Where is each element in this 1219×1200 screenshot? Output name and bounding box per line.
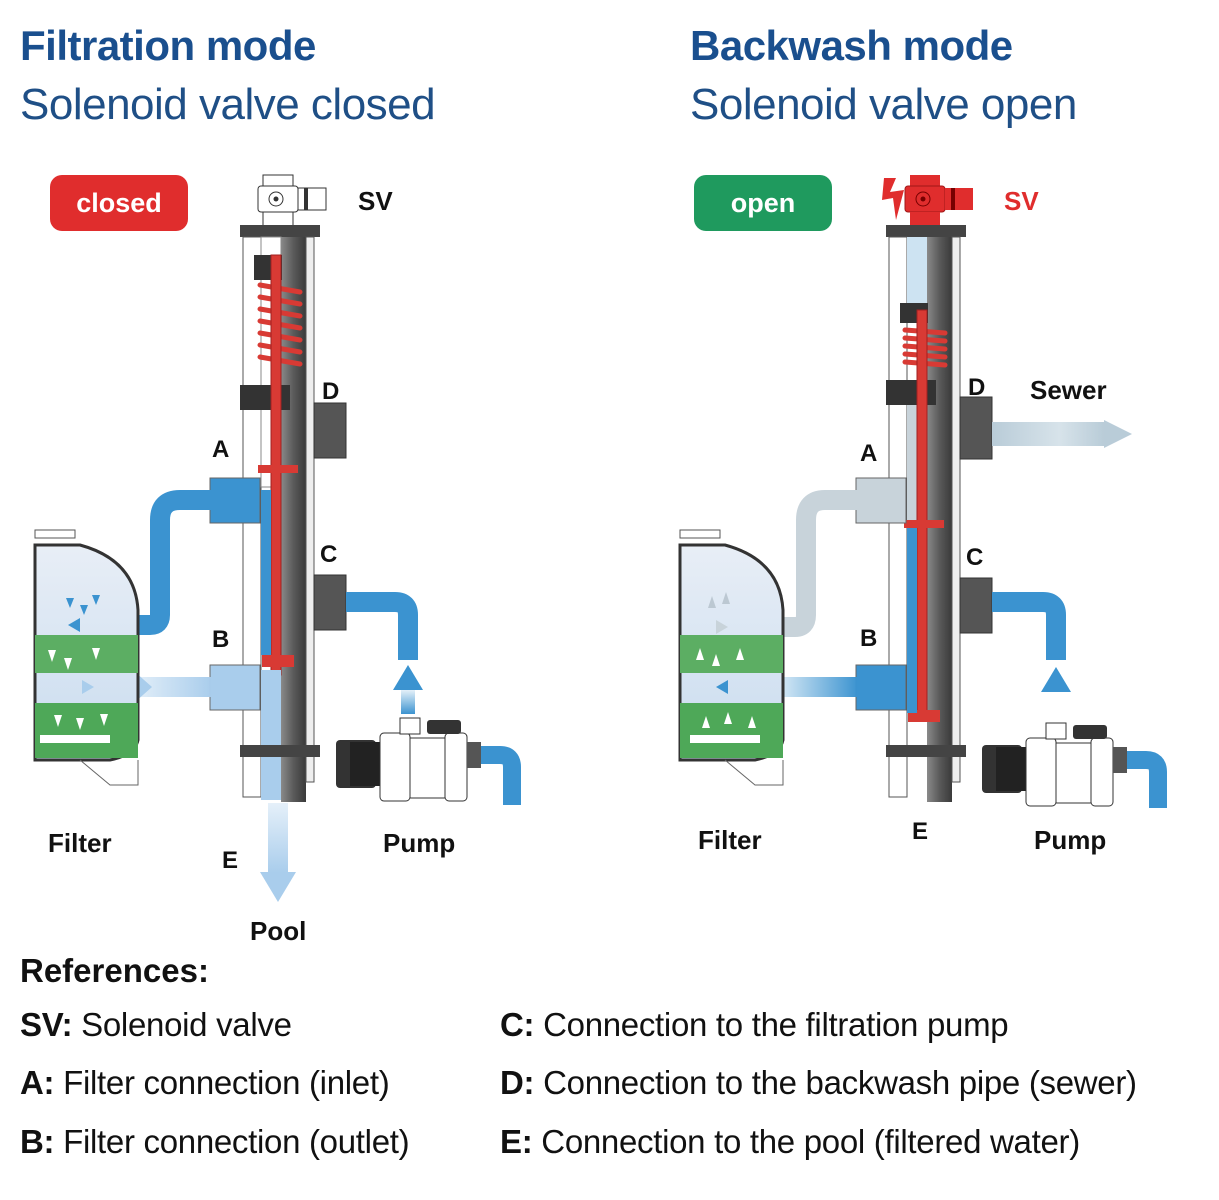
- reference-text: Filter connection (outlet): [63, 1123, 410, 1160]
- filter-tank-icon: [33, 529, 140, 786]
- solenoid-valve-energized-icon: [904, 175, 973, 226]
- reference-text: Connection to the backwash pipe (sewer): [543, 1064, 1137, 1101]
- reference-key: D:: [500, 1064, 535, 1101]
- reference-item: E: Connection to the pool (filtered wate…: [500, 1123, 1080, 1161]
- reference-item: C: Connection to the filtration pump: [500, 1006, 1009, 1044]
- sv-label-right: SV: [1004, 186, 1039, 216]
- port-label-d-left: D: [322, 378, 340, 405]
- reference-key: E:: [500, 1123, 533, 1160]
- reference-key: A:: [20, 1064, 55, 1101]
- port-label-b-left: B: [212, 626, 230, 653]
- pipe-c: [346, 592, 418, 660]
- reference-key: SV:: [20, 1006, 73, 1043]
- pool-label: Pool: [250, 916, 307, 946]
- filter-label-right: Filter: [698, 825, 762, 855]
- open-status-badge: open: [694, 175, 832, 231]
- reference-item: SV: Solenoid valve: [20, 1006, 292, 1044]
- reference-item: B: Filter connection (outlet): [20, 1123, 410, 1161]
- pump-icon-backwash: [982, 722, 1127, 807]
- pipe-a-backwash: [770, 490, 858, 637]
- filter-label-left: Filter: [48, 828, 112, 858]
- pipe-pump-inlet-backwash: [1127, 751, 1167, 808]
- reference-text: Connection to the pool (filtered water): [541, 1123, 1080, 1160]
- port-label-e-left: E: [222, 847, 239, 874]
- reference-item: D: Connection to the backwash pipe (sewe…: [500, 1064, 1137, 1102]
- lightning-icon: [882, 178, 904, 220]
- backwash-diagram: [678, 175, 1167, 808]
- solenoid-valve-icon: [257, 174, 327, 227]
- reference-text: Connection to the filtration pump: [543, 1006, 1009, 1043]
- reference-item: A: Filter connection (inlet): [20, 1064, 390, 1102]
- closed-status-badge: closed: [50, 175, 188, 231]
- port-label-c-right: C: [966, 544, 984, 571]
- port-label-d-right: D: [968, 374, 986, 401]
- sv-label-left: SV: [358, 186, 393, 216]
- filter-tank-icon-backwash: [678, 529, 785, 786]
- port-label-a-left: A: [212, 436, 230, 463]
- reference-text: Solenoid valve: [81, 1006, 292, 1043]
- arrow-up-from-pump-icon: [393, 665, 423, 690]
- valve-body: [209, 225, 347, 802]
- port-label-b-right: B: [860, 625, 878, 652]
- backwash-mode-title: Backwash mode: [690, 22, 1013, 69]
- pump-icon: [336, 717, 481, 802]
- pump-label-right: Pump: [1034, 825, 1107, 855]
- pump-label-left: Pump: [383, 828, 456, 858]
- valve-body-backwash: [855, 225, 993, 802]
- backwash-mode-subtitle: Solenoid valve open: [690, 80, 1077, 129]
- references-title: References:: [20, 952, 209, 989]
- reference-key: B:: [20, 1123, 55, 1160]
- pipe-pump-inlet: [481, 746, 521, 805]
- port-label-c-left: C: [320, 541, 338, 568]
- filtration-diagram: [33, 174, 521, 902]
- pipe-b-backwash: [770, 677, 858, 697]
- pipe-c-backwash: [992, 592, 1066, 660]
- reference-key: C:: [500, 1006, 535, 1043]
- pipe-a: [120, 490, 212, 635]
- port-label-a-right: A: [860, 440, 878, 467]
- pipe-e: [268, 803, 288, 873]
- arrow-to-sewer-icon: [1104, 420, 1132, 448]
- sewer-pipe: [992, 422, 1104, 446]
- port-label-e-right: E: [912, 818, 929, 845]
- arrow-to-pool-icon: [260, 872, 296, 902]
- filtration-mode-subtitle: Solenoid valve closed: [20, 80, 436, 129]
- arrow-up-from-pump-backwash-icon: [1041, 667, 1071, 692]
- filtration-mode-title: Filtration mode: [20, 22, 316, 69]
- reference-text: Filter connection (inlet): [63, 1064, 390, 1101]
- sewer-label: Sewer: [1030, 375, 1107, 405]
